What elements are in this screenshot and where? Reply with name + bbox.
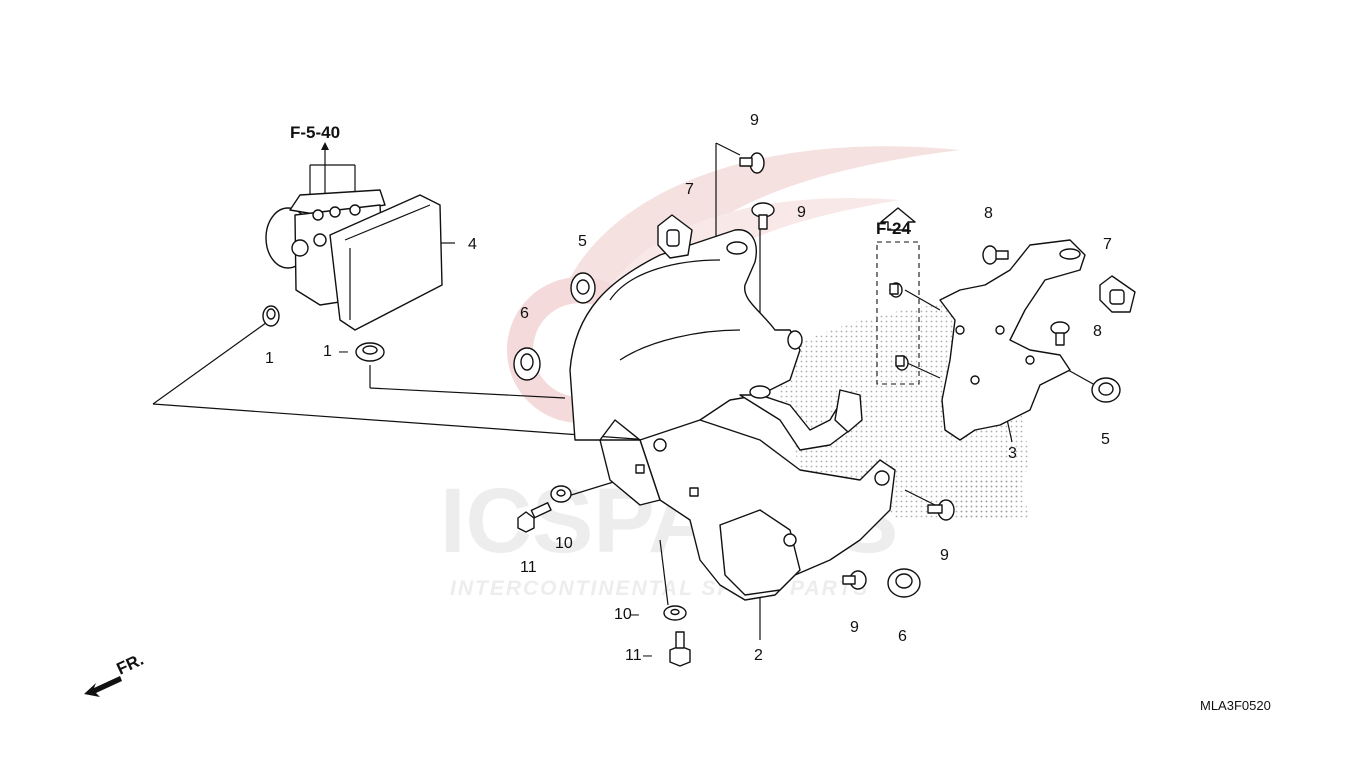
grommet-1-left[interactable] (262, 305, 280, 327)
bracket-part-3[interactable] (939, 239, 1086, 441)
grommet-6-left[interactable] (513, 347, 541, 381)
grommet-5-right[interactable] (1091, 377, 1121, 403)
grommet-6-right[interactable] (887, 568, 921, 598)
callout-11[interactable]: 11 (520, 559, 537, 576)
abs-modulator-unit[interactable] (265, 189, 443, 331)
callout-1[interactable]: 1 (323, 343, 332, 360)
diagram-code: MLA3F0520 (1200, 698, 1271, 713)
screw-9-bottom[interactable] (842, 570, 867, 590)
screw-8-right[interactable] (1050, 321, 1070, 346)
screw-9-top[interactable] (739, 152, 765, 174)
grommet-1-right[interactable] (355, 342, 385, 362)
f24-bracket-box (876, 241, 920, 385)
callout-8[interactable]: 8 (984, 205, 993, 222)
ref-f-5-40[interactable]: F-5-40 (290, 123, 340, 142)
callout-6[interactable]: 6 (520, 305, 529, 322)
screw-9-right[interactable] (927, 499, 955, 521)
callout-2[interactable]: 2 (754, 647, 763, 664)
callout-dash: – (643, 647, 652, 664)
front-direction-arrow: FR. (84, 650, 147, 697)
callout-5[interactable]: 5 (578, 233, 587, 250)
callout-9[interactable]: 9 (850, 619, 859, 636)
callout-1[interactable]: 1 (265, 350, 274, 367)
f540-arrow-icon (321, 142, 329, 150)
shading-area-2 (950, 480, 1030, 520)
callout-8[interactable]: 8 (1093, 323, 1102, 340)
callout-7[interactable]: 7 (1103, 236, 1112, 253)
screw-9-mid[interactable] (751, 202, 775, 230)
callout-3[interactable]: 3 (1008, 445, 1017, 462)
cushion-7-right[interactable] (1099, 275, 1136, 313)
callout-9[interactable]: 9 (750, 112, 759, 129)
watermark-tagline: INTERCONTINENTAL SPARE PARTS (450, 577, 869, 600)
grommet-5-left[interactable] (570, 272, 596, 304)
main-stay-bracket[interactable] (569, 229, 896, 601)
washer-10-bottom[interactable] (663, 605, 687, 621)
callout-6[interactable]: 6 (898, 628, 907, 645)
callout-9[interactable]: 9 (797, 204, 806, 221)
callout-10[interactable]: 10 (555, 535, 573, 552)
callout-dash: – (339, 343, 348, 360)
front-direction-label: FR. (114, 650, 147, 679)
screw-f24-bottom[interactable] (895, 355, 909, 371)
bolt-11-left[interactable] (517, 502, 552, 533)
ref-f-24[interactable]: F-24 (876, 219, 912, 238)
cushion-7-left[interactable] (657, 214, 693, 259)
washer-10-left[interactable] (550, 485, 572, 503)
callout-5[interactable]: 5 (1101, 431, 1110, 448)
callout-dash: – (630, 606, 639, 623)
callout-11[interactable]: 11 (625, 647, 642, 664)
callout-10[interactable]: 10 (614, 606, 632, 623)
callout-4[interactable]: 4 (468, 236, 477, 253)
screw-f24-top[interactable] (889, 282, 903, 298)
callout-7[interactable]: 7 (685, 181, 694, 198)
callout-9[interactable]: 9 (940, 547, 949, 564)
bolt-11-bottom[interactable] (669, 631, 691, 667)
screw-8-top[interactable] (982, 245, 1009, 265)
f24-arrow-icon (880, 207, 916, 231)
